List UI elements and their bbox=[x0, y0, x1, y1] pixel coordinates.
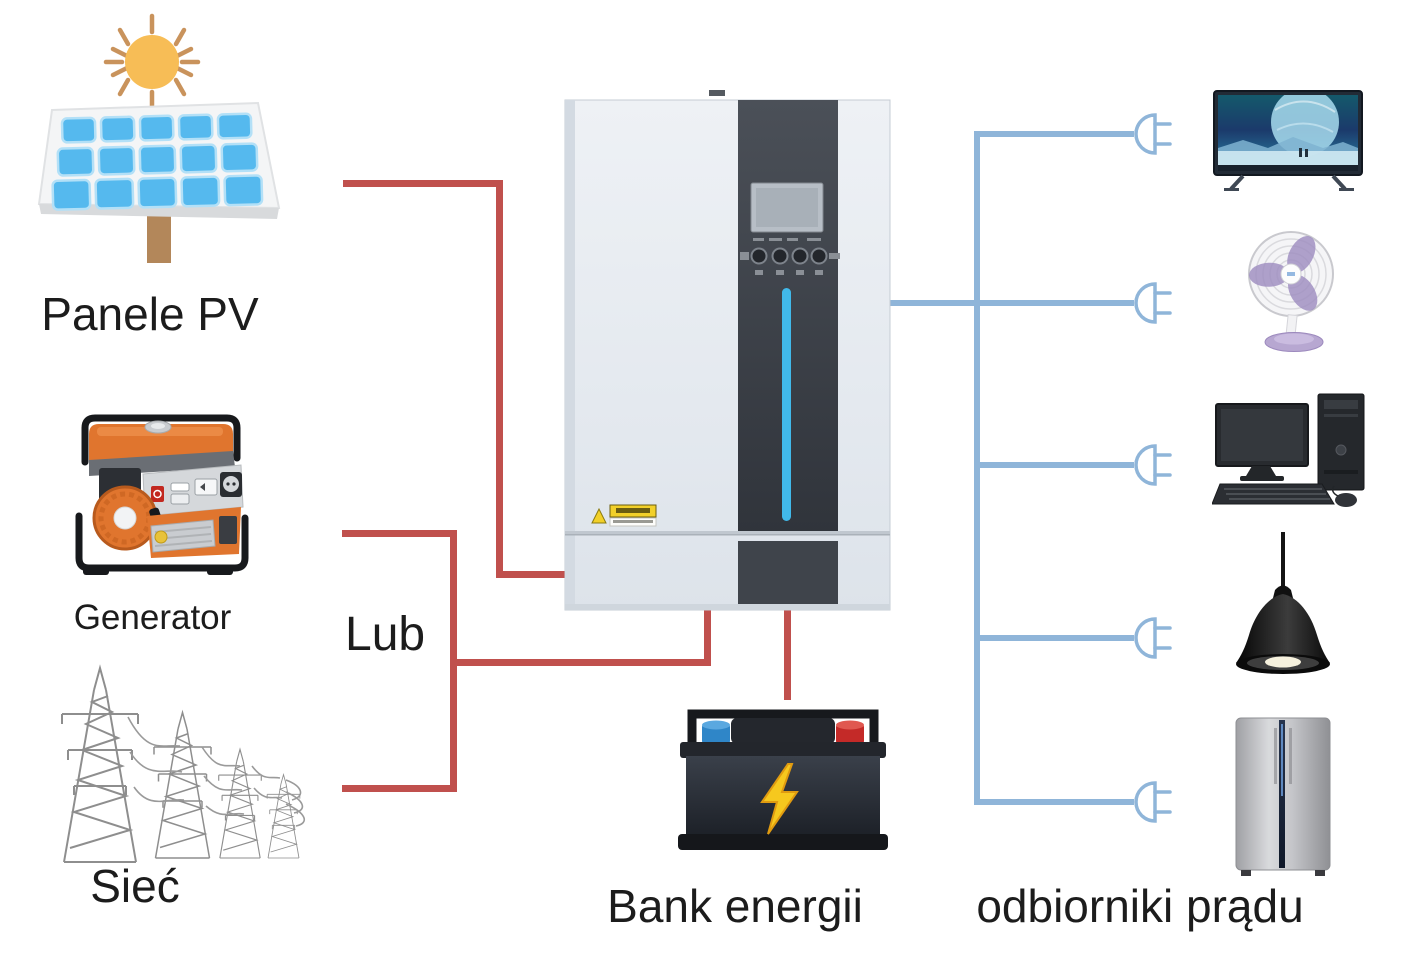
power-plug-icon bbox=[1134, 282, 1172, 324]
tv-legs bbox=[1229, 174, 1347, 191]
label-bank-energii: Bank energii bbox=[607, 880, 863, 932]
branch-computer bbox=[974, 462, 1134, 468]
lamp-rod bbox=[1281, 532, 1285, 590]
branch-lamp bbox=[974, 635, 1134, 641]
inverter-led-strip bbox=[782, 288, 791, 521]
sun-core bbox=[125, 35, 179, 89]
panel-post bbox=[147, 215, 171, 263]
inverter-input-vertical bbox=[704, 608, 711, 666]
power-plug-icon bbox=[1134, 781, 1172, 823]
desk-fan-icon bbox=[1248, 231, 1334, 352]
generator-line-horizontal bbox=[342, 530, 457, 537]
lightning-bolt-icon bbox=[760, 763, 799, 835]
battery-terminal-positive bbox=[836, 720, 864, 744]
inverter-caution-label bbox=[591, 504, 657, 527]
inverter-output-line bbox=[888, 300, 974, 306]
solar-panel-icon bbox=[37, 13, 281, 263]
pv-line-horizontal bbox=[343, 180, 503, 187]
load-trunk-vertical bbox=[974, 131, 980, 805]
label-panele-pv: Panele PV bbox=[41, 288, 259, 340]
lamp-bulb bbox=[1265, 656, 1301, 668]
panel-cells bbox=[51, 112, 264, 211]
generator-switch bbox=[151, 486, 164, 502]
pendant-lamp-icon bbox=[1236, 532, 1330, 674]
fan-blades bbox=[1249, 236, 1318, 311]
generator-frame-top bbox=[81, 414, 241, 466]
inverter-antenna bbox=[709, 90, 725, 96]
power-plug-icon bbox=[1134, 444, 1172, 486]
label-lub: Lub bbox=[345, 608, 426, 661]
power-lines bbox=[127, 716, 306, 827]
branch-fan bbox=[974, 300, 1134, 306]
power-plug-icon bbox=[1134, 617, 1172, 659]
inverter-label-row bbox=[753, 238, 821, 241]
pv-line-vertical bbox=[496, 180, 503, 578]
inverter-buttons bbox=[740, 247, 840, 275]
pv-line-to-inverter bbox=[496, 571, 568, 578]
generator-frame-bottom bbox=[75, 512, 249, 572]
tv-icon bbox=[1213, 90, 1363, 191]
branch-tv bbox=[974, 131, 1134, 137]
power-grid-towers-icon bbox=[61, 667, 306, 863]
battery-handle bbox=[687, 709, 879, 746]
refrigerator-icon bbox=[1235, 717, 1331, 876]
generator-icon bbox=[75, 414, 249, 575]
computer-tower bbox=[1317, 393, 1365, 491]
label-odbiorniki-pradu: odbiorniki prądu bbox=[976, 880, 1304, 932]
tv-screen bbox=[1218, 95, 1358, 165]
battery-terminal-negative bbox=[702, 720, 730, 744]
inverter bbox=[564, 90, 891, 611]
lamp-shade bbox=[1236, 594, 1330, 663]
branch-fridge bbox=[974, 799, 1134, 805]
sun-icon bbox=[103, 13, 201, 111]
battery-icon bbox=[678, 709, 888, 850]
battery-line-vertical bbox=[784, 608, 791, 700]
inverter-lower-stripe bbox=[738, 541, 838, 610]
label-generator: Generator bbox=[73, 598, 232, 637]
power-plug-icon bbox=[1134, 113, 1172, 155]
label-siec: Sieć bbox=[90, 860, 180, 912]
grid-line-horizontal bbox=[342, 785, 457, 792]
computer-mouse bbox=[1335, 493, 1357, 507]
desktop-computer-icon bbox=[1212, 393, 1365, 507]
inverter-seam bbox=[565, 531, 890, 534]
or-bus-to-inverter bbox=[450, 659, 711, 666]
